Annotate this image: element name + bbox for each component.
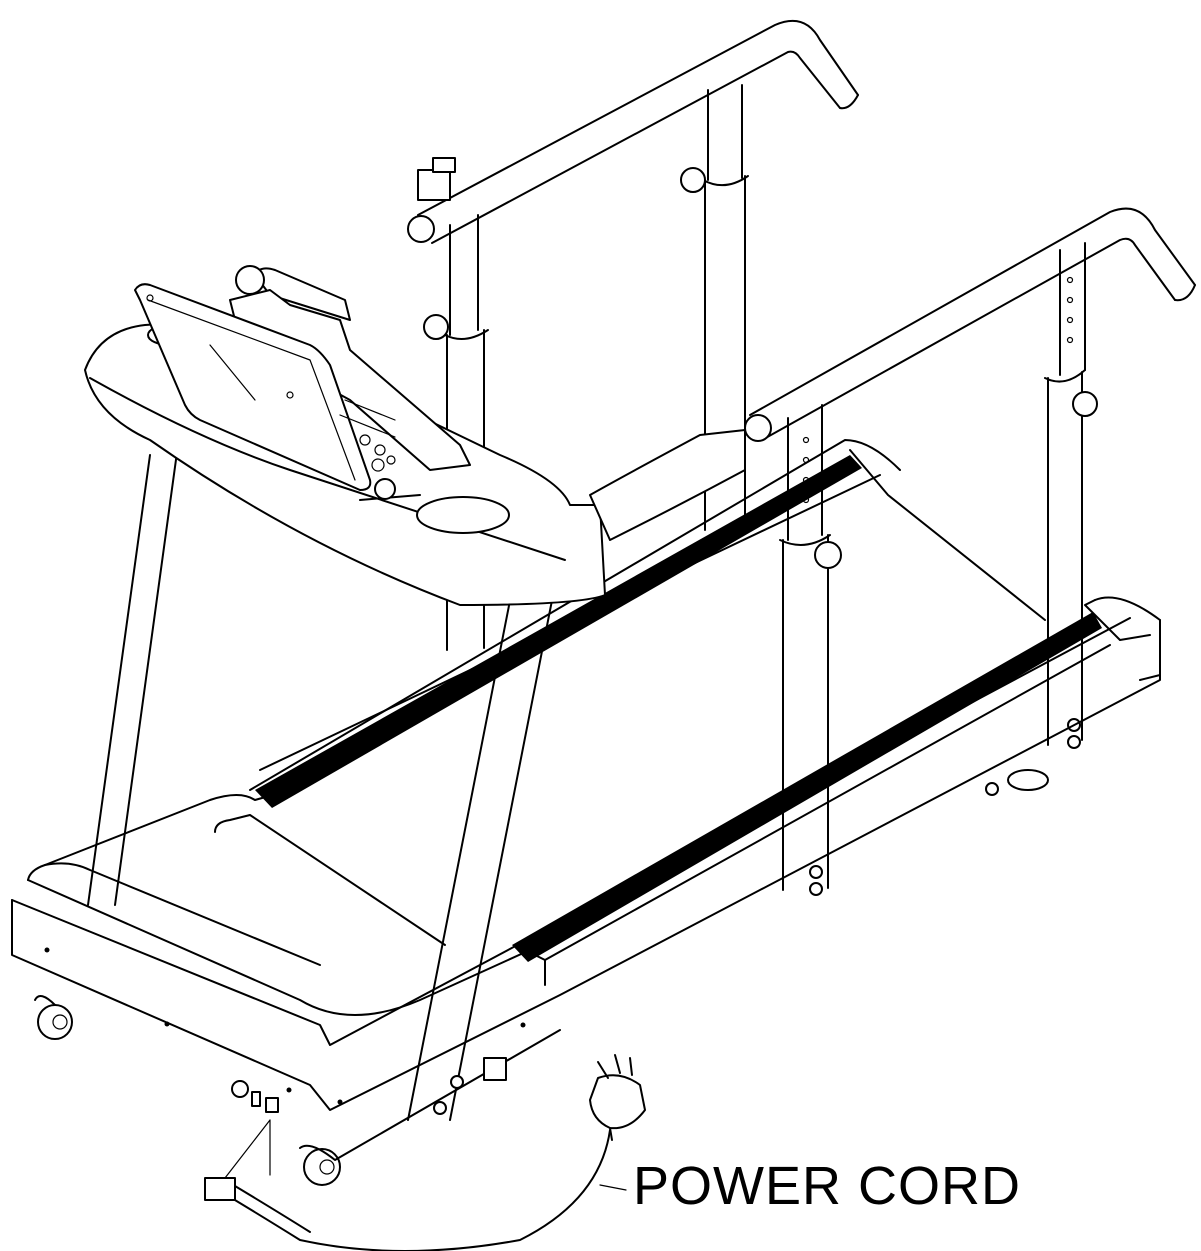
adjust-knob-icon: [1072, 391, 1098, 417]
left-handrail-assembly: [407, 20, 859, 651]
console-button-icon: [359, 434, 371, 446]
power-switch-icon: [251, 1091, 261, 1107]
console-uprights: [87, 444, 556, 1121]
console-button-icon: [386, 455, 396, 465]
fold-latch-icon: [417, 169, 451, 201]
adjust-knob-icon: [680, 167, 706, 193]
socket-icon: [265, 1097, 279, 1113]
belt-edge-stripe: [255, 455, 862, 808]
side-grip: [589, 429, 746, 541]
power-cord: [204, 1054, 646, 1251]
console-button-icon: [371, 458, 385, 472]
leveling-foot-icon: [1007, 769, 1049, 791]
right-handrail-assembly: [744, 207, 1196, 896]
cup-holder-icon: [416, 496, 510, 534]
power-inlet-icon: [231, 1080, 249, 1098]
console-assembly: [84, 265, 746, 606]
console-button-icon: [374, 444, 386, 456]
deck-assembly: [11, 439, 1161, 1186]
connector-icon: [204, 1177, 236, 1201]
adjust-knob-icon: [423, 314, 449, 340]
tablet-screen: [134, 283, 372, 491]
adjust-knob-icon: [814, 541, 842, 569]
wheel-icon: [303, 1148, 341, 1186]
plug-icon: [589, 1074, 646, 1130]
belt-edge-stripe: [512, 612, 1102, 962]
speaker-grille-icon: [374, 478, 396, 500]
power-cord-callout: POWER CORD: [633, 1156, 1021, 1216]
